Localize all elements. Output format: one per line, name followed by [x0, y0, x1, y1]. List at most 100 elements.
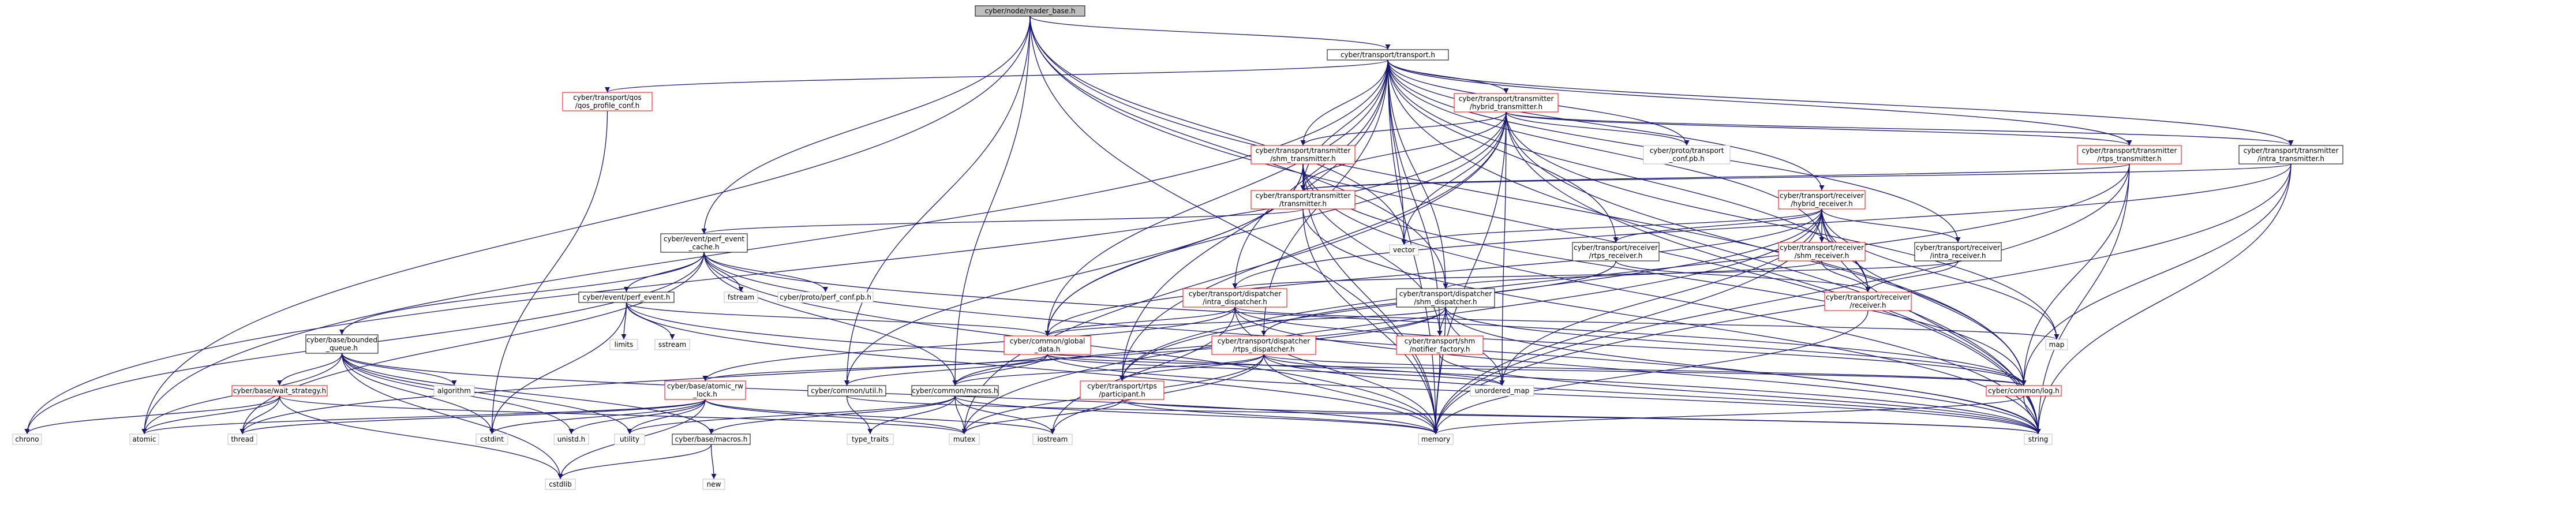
edge-intra_disp-to-map	[1234, 307, 2060, 340]
nodes-layer: cyber/node/reader_base.h cyber/transport/…	[12, 5, 2343, 490]
edge-perf_event-to-cstdint	[489, 302, 627, 435]
node-box	[1250, 145, 1356, 165]
edge-rtps_rx-to-receiver	[1615, 260, 1871, 293]
node-chrono: chrono	[12, 433, 42, 445]
node-label: cyber/transport/shm	[1405, 337, 1476, 345]
node-label: cyber/common/global	[1010, 337, 1085, 345]
node-box	[1914, 242, 2002, 261]
node-box	[1778, 242, 1866, 261]
node-box	[1572, 242, 1660, 261]
node-label: cyber/transport/receiver	[1780, 192, 1864, 200]
node-receiver[interactable]: cyber/transport/receiver/receiver.h	[1824, 291, 1912, 311]
edge-root-to-log	[1029, 16, 2027, 386]
node-perf_cache[interactable]: cyber/event/perf_event_cache.h	[660, 233, 748, 253]
edge-shm_disp-to-string	[1445, 307, 2041, 435]
node-box	[949, 433, 980, 445]
edge-common_macros-to-base_macros	[709, 395, 956, 435]
node-intra_rx[interactable]: cyber/transport/receiver/intra_receiver.…	[1914, 242, 2002, 261]
node-perf_event[interactable]: cyber/event/perf_event.h	[578, 291, 675, 303]
node-transmitter[interactable]: cyber/transport/transmitter/transmitter.…	[1250, 190, 1356, 210]
edge-bounded_queue-to-base_macros	[341, 353, 714, 435]
node-intra_tx[interactable]: cyber/transport/transmitter/intra_transm…	[2238, 145, 2343, 165]
node-label: /intra_dispatcher.h	[1203, 298, 1267, 306]
node-label: sstream	[658, 341, 686, 349]
edge-rtps_tx-to-log	[2021, 163, 2130, 386]
node-shm_disp[interactable]: cyber/transport/dispatcher/shm_dispatche…	[1396, 288, 1495, 308]
node-transport[interactable]: cyber/transport/transport.h	[1327, 49, 1449, 61]
node-mutex: mutex	[949, 433, 980, 445]
edge-intra_tx-to-transmitter	[1301, 163, 2292, 191]
node-log[interactable]: cyber/common/log.h	[1986, 385, 2062, 397]
node-label: cyber/transport/dispatcher	[1218, 337, 1311, 345]
node-box	[1389, 244, 1419, 256]
node-label: unistd.h	[557, 435, 586, 443]
node-box	[614, 433, 645, 445]
node-label: unordered_map	[1475, 387, 1530, 395]
edge-bounded_queue-to-memory	[341, 353, 1439, 435]
edge-perf_cache-to-thread	[239, 252, 705, 435]
edge-rtps_disp-to-common_macros	[952, 354, 1264, 386]
node-notifier_factory[interactable]: cyber/transport/shm/notifier_factory.h	[1396, 335, 1484, 355]
node-label: cyber/transport/receiver	[1574, 244, 1658, 252]
edge-participant-to-memory	[1121, 399, 1439, 435]
node-box	[975, 5, 1085, 17]
edge-rtps_tx-to-memory	[1433, 163, 2130, 435]
node-shm_tx[interactable]: cyber/transport/transmitter/shm_transmit…	[1250, 145, 1356, 165]
edge-transport-to-rtps_rx	[1387, 59, 1619, 243]
node-rtps_tx[interactable]: cyber/transport/transmitter/rtps_transmi…	[2077, 145, 2182, 165]
node-global_data[interactable]: cyber/common/global_data.h	[1004, 335, 1091, 355]
edge-perf_event-to-string	[626, 302, 2041, 435]
edge-transport-to-transmitter	[1300, 59, 1388, 191]
node-label: cyber/transport/transmitter	[1256, 192, 1351, 200]
node-root[interactable]: cyber/node/reader_base.h	[975, 5, 1085, 17]
node-cstdint: cstdint	[475, 433, 508, 445]
node-label: _cache.h	[688, 243, 720, 251]
edge-global_data-to-util	[844, 354, 1048, 386]
edge-perf_cache-to-fstream	[703, 252, 744, 293]
node-rtps_rx[interactable]: cyber/transport/receiver/rtps_receiver.h	[1572, 242, 1660, 261]
node-box	[553, 433, 589, 445]
node-box	[1418, 433, 1454, 445]
edge-perf_event-to-global_data	[626, 302, 1050, 337]
node-label: new	[707, 480, 721, 488]
node-label: cyber/transport/dispatcher	[1189, 290, 1282, 298]
node-label: cyber/transport/receiver	[1916, 244, 2000, 252]
edge-transport-to-hybrid_rx	[1387, 59, 1825, 191]
node-hybrid_rx[interactable]: cyber/transport/receiver/hybrid_receiver…	[1778, 190, 1866, 210]
node-participant[interactable]: cyber/transport/rtps/participant.h	[1080, 380, 1165, 400]
node-shm_rx[interactable]: cyber/transport/receiver/shm_receiver.h	[1778, 242, 1866, 261]
edge-bounded_queue-to-utility	[341, 353, 632, 435]
edge-intra_disp-to-atomic_rw	[702, 307, 1235, 382]
node-bounded_queue[interactable]: cyber/base/bounded_queue.h	[305, 334, 379, 354]
node-util[interactable]: cyber/common/util.h	[807, 385, 886, 397]
edge-root-to-shm_disp	[1029, 16, 1448, 289]
edge-perf_cache-to-bounded_queue	[339, 252, 705, 335]
node-label: cyber/event/perf_event.h	[583, 293, 671, 301]
node-label: cyber/node/reader_base.h	[984, 7, 1075, 15]
edge-bounded_queue-to-wait_strategy	[276, 353, 343, 386]
edge-transport-to-intra_disp	[1232, 59, 1388, 289]
node-qos_profile[interactable]: cyber/transport/qos/qos_profile_conf.h	[562, 92, 653, 111]
edge-transport-to-notifier_factory	[1387, 59, 1443, 337]
edge-hybrid_tx-to-transport_conf	[1506, 111, 1690, 146]
node-atomic_rw[interactable]: cyber/base/atomic_rw_lock.h	[664, 380, 746, 400]
edge-participant-to-string	[1121, 399, 2041, 435]
node-wait_strategy[interactable]: cyber/base/wait_strategy.h	[231, 385, 328, 397]
node-hybrid_tx[interactable]: cyber/transport/transmitter/hybrid_trans…	[1454, 93, 1559, 113]
node-box	[1080, 380, 1165, 400]
node-intra_disp[interactable]: cyber/transport/dispatcher/intra_dispatc…	[1182, 288, 1287, 308]
node-box	[1032, 433, 1073, 445]
node-box	[1824, 291, 1912, 311]
edge-transport-to-intra_tx	[1387, 59, 2294, 146]
edge-shm_disp-to-thread	[239, 307, 1446, 435]
edge-transmitter-to-memory	[1302, 208, 1439, 435]
node-rtps_disp[interactable]: cyber/transport/dispatcher/rtps_dispatch…	[1211, 335, 1316, 355]
node-map: map	[2045, 339, 2068, 350]
node-box	[578, 291, 675, 303]
node-perf_conf: cyber/proto/perf_conf.pb.h	[777, 291, 874, 303]
node-common_macros[interactable]: cyber/common/macros.h	[911, 385, 999, 397]
node-base_macros[interactable]: cyber/base/macros.h	[672, 433, 751, 445]
edge-hybrid_rx-to-intra_rx	[1821, 208, 1961, 243]
node-label: chrono	[15, 435, 39, 443]
node-box	[664, 380, 746, 400]
